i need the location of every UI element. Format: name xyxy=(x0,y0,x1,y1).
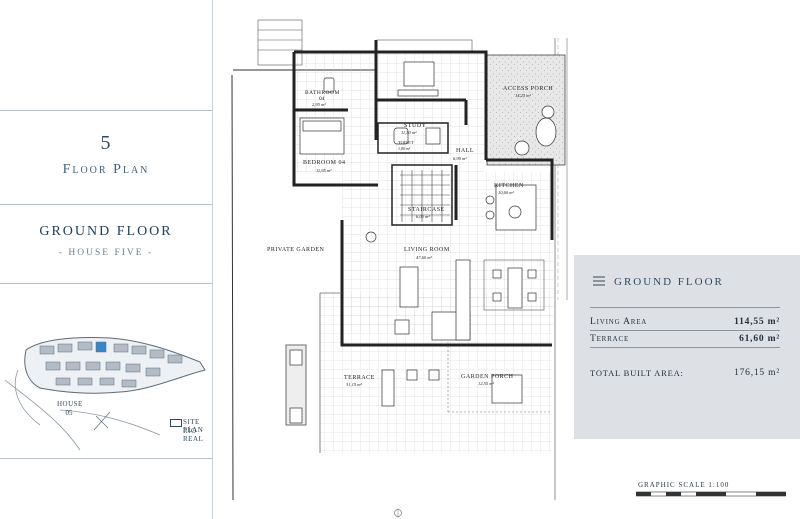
private-garden-label: Private Garden xyxy=(267,247,325,253)
graphic-scale-label: Graphic Scale 1:100 xyxy=(638,481,730,489)
divider xyxy=(590,307,780,308)
page-marker-icon xyxy=(394,508,402,518)
site-plan-icon xyxy=(170,419,182,427)
floor-plan-drawing xyxy=(231,19,568,501)
living-room-label: Living Room xyxy=(404,247,450,253)
hall-label: Hall xyxy=(456,148,474,154)
summary-row-value: 61,60 m² xyxy=(739,334,780,344)
living-room-area: 47,60 m² xyxy=(416,255,432,260)
staircase-label: Staircase xyxy=(408,207,445,213)
site-house-label: House xyxy=(57,400,83,408)
summary-row-value: 114,55 m² xyxy=(734,317,780,327)
site-map xyxy=(4,337,206,451)
study-area: 11,50 m² xyxy=(401,130,417,135)
site-plan-label: Site Plan xyxy=(183,418,204,434)
kitchen-label: Kitchen xyxy=(494,183,524,189)
panel-divider xyxy=(212,0,213,519)
floor-plan-label: Floor Plan xyxy=(62,162,150,177)
summary-row-label: Living Area xyxy=(590,317,648,327)
divider xyxy=(0,283,212,284)
bathroom-area: 2,95 m² xyxy=(312,102,326,107)
toilet-area: 1,80 m² xyxy=(398,146,411,151)
bedroom-area: 11,95 m² xyxy=(316,168,332,173)
bathroom-number: 04 xyxy=(319,96,325,102)
kitchen-area: 10,60 m² xyxy=(498,190,514,195)
total-value: 176,15 m² xyxy=(734,368,780,378)
terrace-label: Terrace xyxy=(344,375,375,381)
hall-area: 6,90 m² xyxy=(453,156,467,161)
summary-row-label: Terrace xyxy=(590,334,630,344)
access-porch-label: Access Porch xyxy=(503,86,554,92)
divider xyxy=(0,204,212,205)
floor-title: Ground Floor xyxy=(39,224,173,239)
house-subtitle: - House Five - xyxy=(58,248,154,258)
bedroom-label: Bedroom 04 xyxy=(303,160,346,166)
floor-plan-icon xyxy=(593,276,605,286)
toilet-label: Toilet xyxy=(398,140,414,145)
divider xyxy=(590,330,780,331)
staircase-area: 6,05 m² xyxy=(416,214,430,219)
divider xyxy=(590,347,780,348)
access-porch-area: 14,25 m² xyxy=(515,93,531,98)
divider xyxy=(0,110,212,111)
summary-title: Ground Floor xyxy=(614,276,724,288)
area-summary-box: Ground Floor Living Area 114,55 m² Terra… xyxy=(574,255,800,439)
garden-porch-label: Garden Porch xyxy=(461,374,514,380)
divider xyxy=(0,458,212,459)
total-label: Total Built Area: xyxy=(590,368,684,378)
study-label: Study xyxy=(404,123,427,129)
left-panel: 5 Floor Plan Ground Floor - House Five - xyxy=(0,0,213,519)
site-plan-location: Río Real xyxy=(183,427,204,443)
house-number: 5 xyxy=(100,132,112,154)
garden-porch-area: 12,55 m² xyxy=(478,381,494,386)
bathroom-label: Bathroom xyxy=(305,90,340,96)
site-house-number: 05 xyxy=(65,409,73,417)
terrace-area: 31,15 m² xyxy=(346,382,362,387)
graphic-scale-bar xyxy=(636,491,786,497)
